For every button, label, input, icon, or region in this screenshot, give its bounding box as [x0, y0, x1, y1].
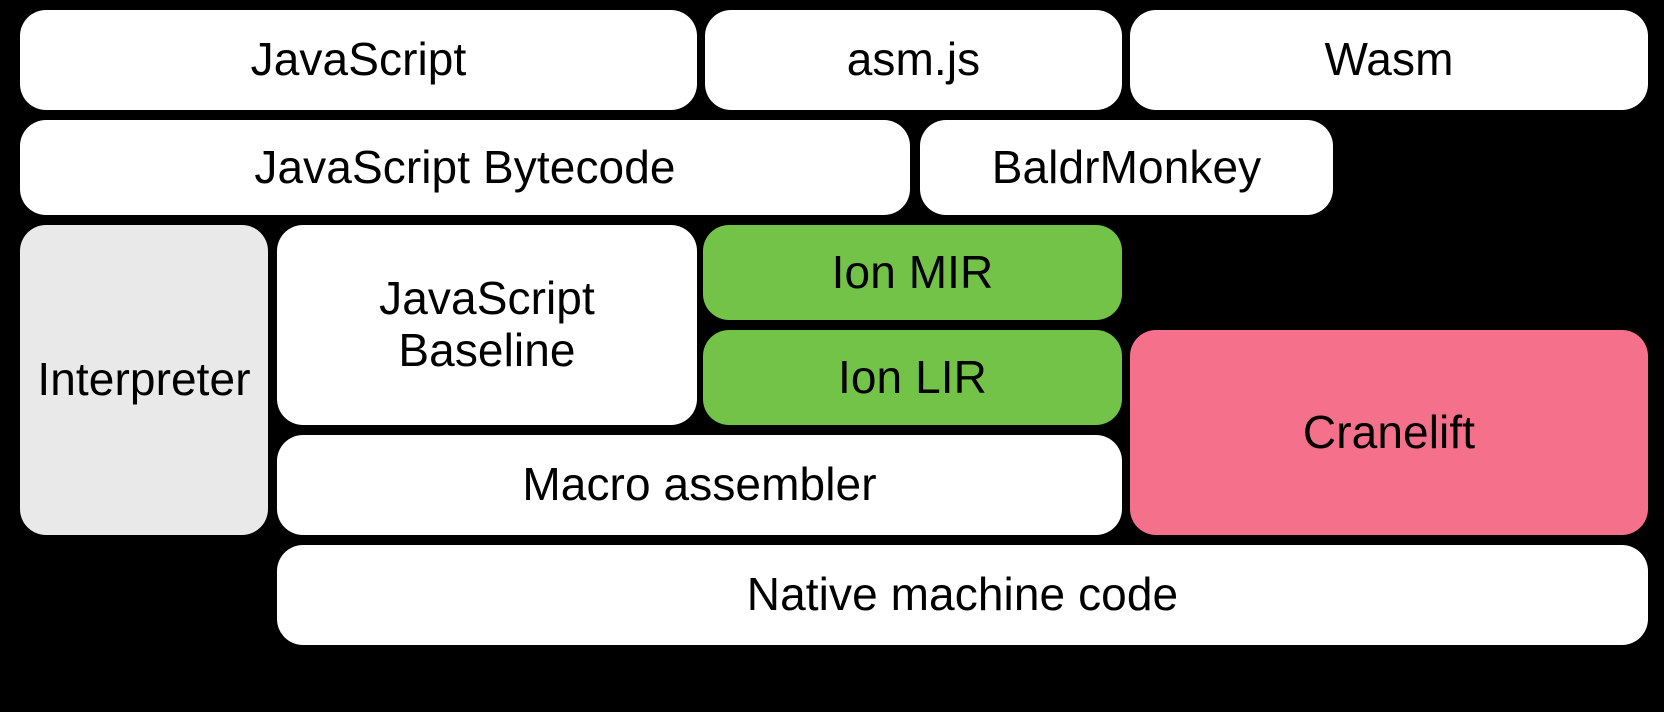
- node-javascript-bytecode[interactable]: JavaScript Bytecode: [20, 120, 910, 215]
- node-interpreter[interactable]: Interpreter: [20, 225, 268, 535]
- node-javascript[interactable]: JavaScript: [20, 10, 697, 110]
- node-cranelift[interactable]: Cranelift: [1130, 330, 1648, 535]
- node-baldrmonkey[interactable]: BaldrMonkey: [920, 120, 1333, 215]
- node-ion-mir[interactable]: Ion MIR: [703, 225, 1122, 320]
- node-native-machine-code[interactable]: Native machine code: [277, 545, 1648, 645]
- node-wasm[interactable]: Wasm: [1130, 10, 1648, 110]
- node-ion-lir[interactable]: Ion LIR: [703, 330, 1122, 425]
- node-javascript-baseline[interactable]: JavaScript Baseline: [277, 225, 697, 425]
- node-macro-assembler[interactable]: Macro assembler: [277, 435, 1122, 535]
- node-asm-js[interactable]: asm.js: [705, 10, 1122, 110]
